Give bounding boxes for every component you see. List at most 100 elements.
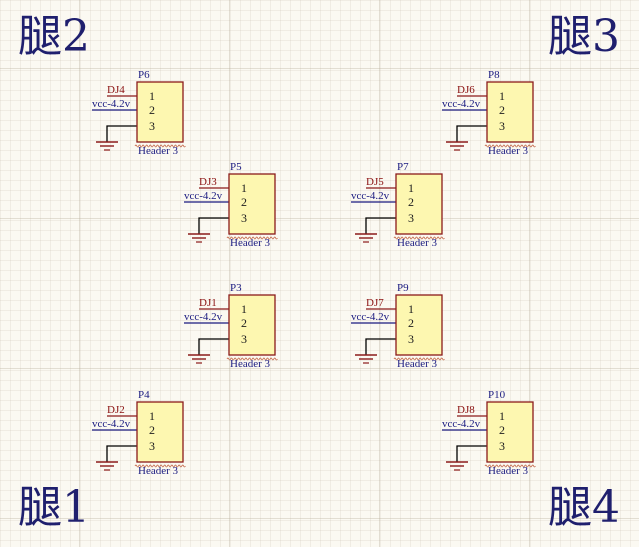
net-label-signal: DJ7 — [366, 297, 384, 309]
comment-label: Header 3 — [138, 145, 179, 157]
corner-label-bottom-right: 腿4 — [548, 482, 620, 533]
pin-number: 1 — [499, 89, 505, 103]
squiggle-underline — [134, 144, 186, 148]
net-label-signal: DJ2 — [107, 404, 125, 416]
pin-number: 3 — [499, 119, 505, 133]
ground-icon — [188, 233, 210, 243]
header-body — [136, 81, 184, 143]
pin-number: 2 — [408, 316, 414, 330]
ground-icon — [188, 354, 210, 364]
comment-label: Header 3 — [138, 465, 179, 477]
pin-number: 3 — [408, 332, 414, 346]
header-body — [136, 401, 184, 463]
pin-number: 3 — [499, 439, 505, 453]
header-body — [395, 173, 443, 235]
net-label-signal: DJ6 — [457, 84, 475, 96]
squiggle-underline — [484, 144, 536, 148]
pin-number: 2 — [499, 103, 505, 117]
pin-number: 3 — [149, 119, 155, 133]
comment-label: Header 3 — [488, 465, 529, 477]
squiggle-underline — [393, 236, 445, 240]
comment-label: Header 3 — [230, 358, 271, 370]
pin-number: 1 — [408, 302, 414, 316]
designator-label: P6 — [138, 69, 150, 81]
comment-label: Header 3 — [397, 358, 438, 370]
designator-label: P8 — [488, 69, 500, 81]
pin-number: 2 — [149, 103, 155, 117]
comment-label: Header 3 — [397, 237, 438, 249]
ground-wire — [106, 125, 137, 142]
ground-icon — [446, 461, 468, 471]
net-label-signal: DJ3 — [199, 176, 217, 188]
pin-number: 1 — [241, 181, 247, 195]
pin-number: 3 — [408, 211, 414, 225]
corner-label-top-right: 腿3 — [548, 11, 620, 62]
pin-number: 2 — [499, 423, 505, 437]
ground-icon — [355, 354, 377, 364]
net-label-signal: DJ8 — [457, 404, 475, 416]
ground-wire — [198, 338, 229, 355]
designator-label: P3 — [230, 282, 242, 294]
ground-wire — [106, 445, 137, 462]
designator-label: P10 — [488, 389, 506, 401]
net-label-power: vcc-4.2v — [351, 190, 390, 202]
comment-label: Header 3 — [488, 145, 529, 157]
pin-number: 2 — [149, 423, 155, 437]
net-label-signal: DJ5 — [366, 176, 384, 188]
ground-wire — [365, 338, 396, 355]
net-label-power: vcc-4.2v — [442, 98, 481, 110]
squiggle-underline — [226, 357, 278, 361]
header-body — [228, 173, 276, 235]
ground-icon — [96, 461, 118, 471]
squiggle-underline — [226, 236, 278, 240]
ground-icon — [96, 141, 118, 151]
corner-label-bottom-left: 腿1 — [18, 482, 90, 533]
pin-number: 2 — [241, 195, 247, 209]
pin-number: 1 — [241, 302, 247, 316]
ground-icon — [446, 141, 468, 151]
squiggle-underline — [484, 464, 536, 468]
net-label-power: vcc-4.2v — [184, 311, 223, 323]
ground-wire — [365, 217, 396, 234]
header-body — [486, 81, 534, 143]
squiggle-underline — [393, 357, 445, 361]
squiggle-underline — [134, 464, 186, 468]
designator-label: P5 — [230, 161, 242, 173]
net-label-signal: DJ4 — [107, 84, 125, 96]
ground-icon — [355, 233, 377, 243]
designator-label: P9 — [397, 282, 409, 294]
pin-number: 1 — [499, 409, 505, 423]
pin-number: 1 — [149, 89, 155, 103]
header-body — [395, 294, 443, 356]
net-label-power: vcc-4.2v — [351, 311, 390, 323]
ground-wire — [456, 445, 487, 462]
pin-number: 1 — [149, 409, 155, 423]
net-label-signal: DJ1 — [199, 297, 217, 309]
designator-label: P7 — [397, 161, 409, 173]
ground-wire — [456, 125, 487, 142]
pin-number: 2 — [241, 316, 247, 330]
header-body — [228, 294, 276, 356]
pin-number: 3 — [241, 332, 247, 346]
designator-label: P4 — [138, 389, 150, 401]
corner-label-top-left: 腿2 — [18, 11, 90, 62]
comment-label: Header 3 — [230, 237, 271, 249]
pin-number: 3 — [241, 211, 247, 225]
ground-wire — [198, 217, 229, 234]
net-label-power: vcc-4.2v — [184, 190, 223, 202]
header-body — [486, 401, 534, 463]
pin-number: 1 — [408, 181, 414, 195]
pin-number: 3 — [149, 439, 155, 453]
pin-number: 2 — [408, 195, 414, 209]
net-label-power: vcc-4.2v — [92, 98, 131, 110]
